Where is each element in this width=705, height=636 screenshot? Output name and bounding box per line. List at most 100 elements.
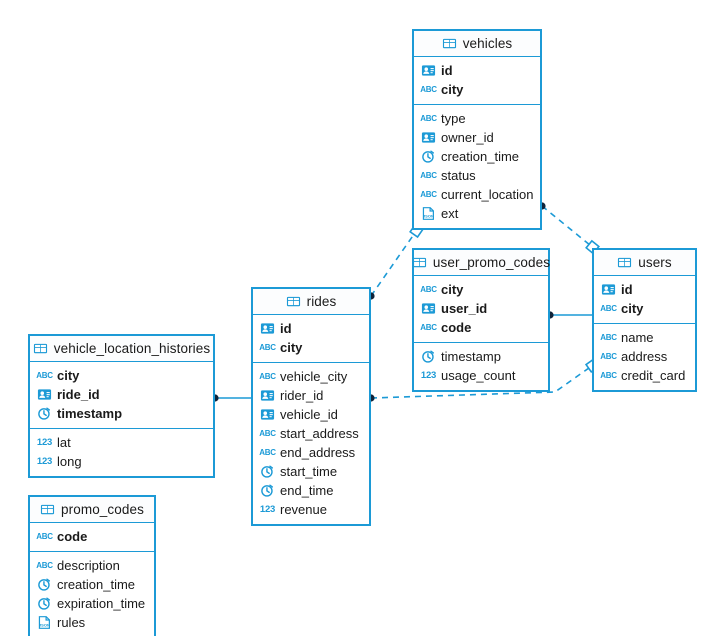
abc-string-icon: ABC <box>600 352 617 361</box>
field-name: owner_id <box>441 130 494 145</box>
field-name: code <box>441 320 472 335</box>
field-name: timestamp <box>441 349 501 364</box>
field-name: status <box>441 168 476 183</box>
field-row[interactable]: owner_id <box>414 128 540 147</box>
field-name: type <box>441 111 466 126</box>
field-row[interactable]: ABC description <box>30 556 154 575</box>
field-row[interactable]: id <box>594 280 695 299</box>
field-name: timestamp <box>57 406 123 421</box>
key-id-icon <box>421 130 436 145</box>
key-id-icon <box>260 388 275 403</box>
table-header[interactable]: user_promo_codes <box>412 250 550 276</box>
abc-string-icon: ABC <box>420 171 437 180</box>
field-row[interactable]: ABC credit_card <box>594 366 695 385</box>
table-header[interactable]: vehicles <box>414 31 540 57</box>
json-icon: JSON <box>421 206 436 221</box>
field-name: city <box>280 340 303 355</box>
clock-icon <box>421 349 436 364</box>
field-row[interactable]: id <box>253 319 369 338</box>
field-name: end_address <box>280 445 356 460</box>
field-row[interactable]: timestamp <box>30 404 213 423</box>
abc-string-icon: ABC <box>420 285 437 294</box>
key-id-icon <box>601 282 616 297</box>
field-row[interactable]: vehicle_id <box>253 405 369 424</box>
table-title: promo_codes <box>61 502 144 517</box>
field-name: rider_id <box>280 388 324 403</box>
field-name: start_time <box>280 464 338 479</box>
table-icon <box>33 341 48 356</box>
field-name: city <box>57 368 80 383</box>
field-row[interactable]: creation_time <box>30 575 154 594</box>
field-row[interactable]: ride_id <box>30 385 213 404</box>
column-section: ABC description creation_time expiration_ti… <box>30 552 154 636</box>
field-row[interactable]: JSON ext <box>414 204 540 223</box>
table-title: vehicle_location_histories <box>53 341 211 356</box>
field-row[interactable]: ABC status <box>414 166 540 185</box>
field-row[interactable]: creation_time <box>414 147 540 166</box>
table-header[interactable]: vehicle_location_histories <box>30 336 213 362</box>
field-row[interactable]: expiration_time <box>30 594 154 613</box>
abc-string-icon: ABC <box>36 371 53 380</box>
abc-string-icon: ABC <box>36 561 53 570</box>
field-name: credit_card <box>621 368 686 383</box>
field-name: revenue <box>280 502 327 517</box>
table-header[interactable]: rides <box>253 289 369 315</box>
number-icon: 123 <box>36 456 53 467</box>
field-name: id <box>441 63 453 78</box>
abc-string-icon: ABC <box>36 532 53 541</box>
field-name: city <box>441 282 464 297</box>
table-icon <box>412 255 427 270</box>
field-row[interactable]: id <box>414 61 540 80</box>
field-row[interactable]: ABC city <box>414 280 548 299</box>
table-header[interactable]: users <box>594 250 695 276</box>
clock-icon <box>260 464 275 479</box>
field-name: name <box>621 330 654 345</box>
number-icon: 123 <box>36 437 53 448</box>
table-icon <box>442 36 457 51</box>
relationship-user-promo-codes-to-users <box>546 311 592 319</box>
field-name: creation_time <box>441 149 520 164</box>
field-name: creation_time <box>57 577 136 592</box>
table-header[interactable]: promo_codes <box>30 497 154 523</box>
field-name: user_id <box>441 301 488 316</box>
field-row[interactable]: timestamp <box>414 347 548 366</box>
abc-string-icon: ABC <box>600 371 617 380</box>
field-row[interactable]: rider_id <box>253 386 369 405</box>
field-row[interactable]: ABC city <box>30 366 213 385</box>
field-name: description <box>57 558 120 573</box>
field-row[interactable]: user_id <box>414 299 548 318</box>
field-row[interactable]: start_time <box>253 462 369 481</box>
field-row[interactable]: end_time <box>253 481 369 500</box>
field-name: ext <box>441 206 459 221</box>
clock-icon <box>260 483 275 498</box>
